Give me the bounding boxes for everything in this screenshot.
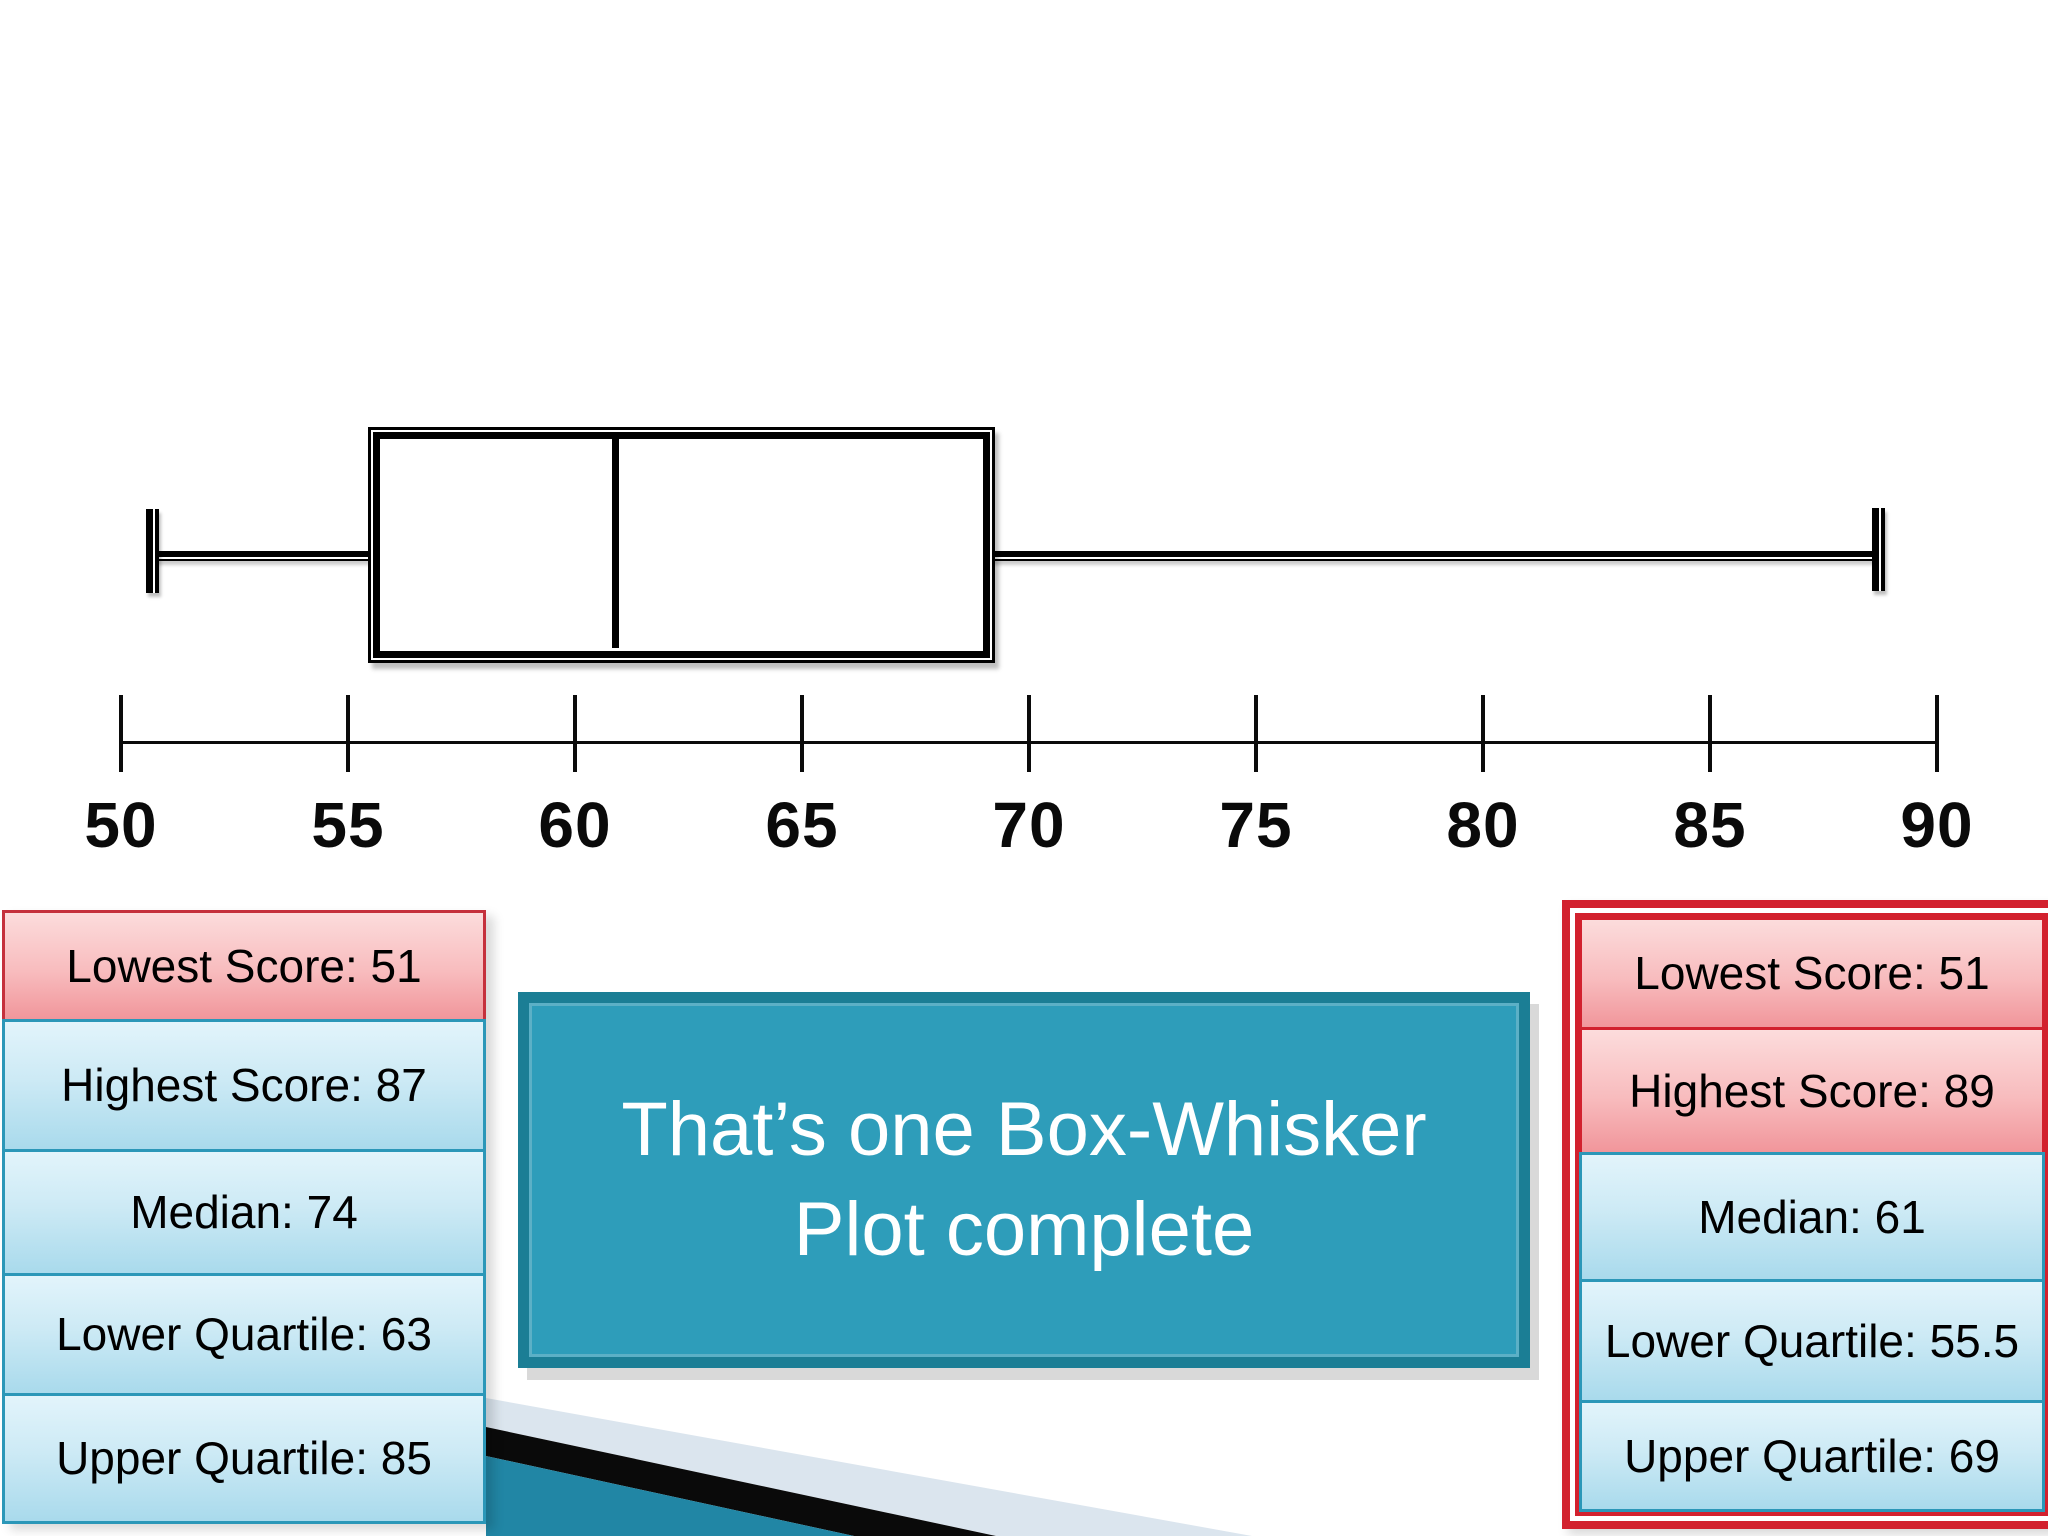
stat-row-lowest-score: Lowest Score: 51 — [1579, 917, 2045, 1030]
right-whisker-cap — [1872, 508, 1885, 591]
axis-tick — [1708, 695, 1712, 772]
axis-tick — [1254, 695, 1258, 772]
axis-tick — [1935, 695, 1939, 772]
axis-tick — [573, 695, 577, 772]
axis-tick — [1027, 695, 1031, 772]
axis-tick — [119, 695, 123, 772]
axis-tick-label: 70 — [992, 789, 1066, 861]
right-whisker-line — [989, 551, 1878, 561]
stat-row-lowest-score: Lowest Score: 51 — [2, 910, 486, 1022]
axis-tick — [800, 695, 804, 772]
callout-text-line-1: That’s one Box-Whisker — [621, 1086, 1427, 1172]
median-line — [612, 436, 619, 648]
axis-tick-label: 85 — [1673, 789, 1747, 861]
stats-panel-right-inner-border: Lowest Score: 51 Highest Score: 89 Media… — [1575, 913, 2048, 1516]
stats-panel-right-highlighted: Lowest Score: 51 Highest Score: 89 Media… — [1562, 900, 2048, 1529]
axis-tick-label: 60 — [538, 789, 612, 861]
axis-tick — [1481, 695, 1485, 772]
stat-row-highest-score: Highest Score: 87 — [2, 1019, 486, 1152]
left-whisker-line — [151, 551, 368, 561]
axis-tick-label: 65 — [765, 789, 839, 861]
axis-tick-label: 75 — [1219, 789, 1293, 861]
stat-row-median: Median: 61 — [1579, 1152, 2045, 1282]
axis-tick-label: 90 — [1900, 789, 1974, 861]
stat-row-upper-quartile: Upper Quartile: 69 — [1579, 1400, 2045, 1512]
callout-text-line-2: Plot complete — [793, 1187, 1255, 1272]
axis-tick-label: 80 — [1446, 789, 1520, 861]
stat-row-highest-score: Highest Score: 89 — [1579, 1027, 2045, 1155]
stat-row-median: Median: 74 — [2, 1149, 486, 1276]
axis-tick-label: 55 — [311, 789, 385, 861]
stats-panel-left: Lowest Score: 51 Highest Score: 87 Media… — [2, 910, 486, 1524]
axis-tick-label: 50 — [84, 789, 158, 861]
stat-row-upper-quartile: Upper Quartile: 85 — [2, 1393, 486, 1524]
axis-tick — [346, 695, 350, 772]
completion-callout: That’s one Box-Whisker Plot complete — [518, 992, 1530, 1368]
quartile-box — [368, 427, 995, 663]
stat-row-lower-quartile: Lower Quartile: 63 — [2, 1273, 486, 1396]
stat-row-lower-quartile: Lower Quartile: 55.5 — [1579, 1279, 2045, 1403]
left-whisker-cap — [146, 509, 159, 593]
